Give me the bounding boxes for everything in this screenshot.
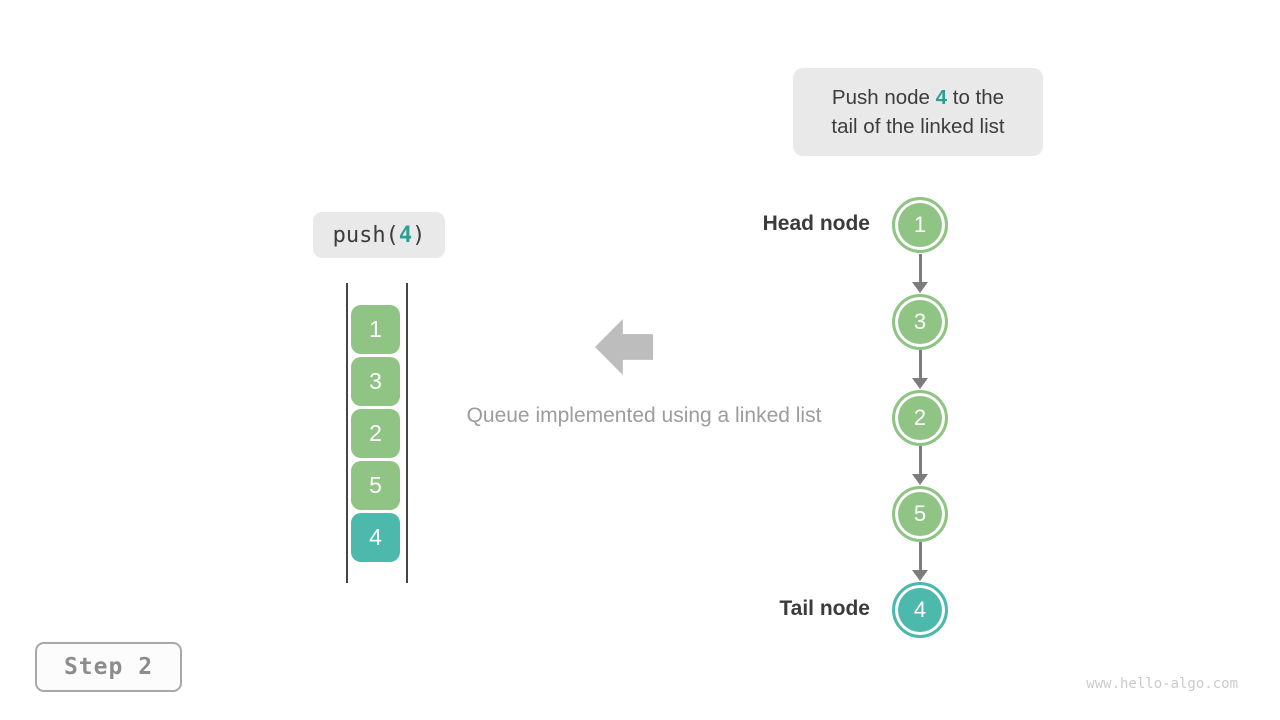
linked-list-node: 2 (892, 390, 948, 446)
hint-line-1: Push node 4 to the (832, 83, 1004, 112)
arrow-down-icon (912, 542, 928, 581)
step-badge: Step 2 (35, 642, 182, 692)
hint-text: to the (947, 86, 1005, 109)
node-value: 5 (913, 501, 927, 526)
linked-list-node: 1 (892, 197, 948, 253)
push-call-pre: push( (332, 222, 399, 248)
head-node-label: Head node (762, 212, 870, 235)
queue-cell-value: 2 (369, 420, 382, 446)
watermark-text: www.hello-algo.com (1086, 676, 1238, 692)
node-value: 2 (913, 405, 927, 430)
left-block-arrow-icon (595, 319, 653, 375)
queue-cell: 5 (351, 461, 400, 510)
node-value: 1 (913, 212, 927, 237)
queue-cell-value: 3 (369, 368, 382, 394)
push-call-post: ) (412, 222, 426, 248)
linked-list-node: 4 (892, 582, 948, 638)
queue-right-rail (406, 283, 408, 583)
node-value: 3 (913, 309, 927, 334)
queue-left-rail (346, 283, 348, 583)
queue-cell: 2 (351, 409, 400, 458)
queue-cell: 1 (351, 305, 400, 354)
queue-cell: 4 (351, 513, 400, 562)
arrow-down-icon (912, 254, 928, 293)
queue-cell-value: 1 (369, 316, 382, 342)
hint-highlight-value: 4 (935, 86, 948, 109)
hint-bubble: Push node 4 to the tail of the linked li… (793, 68, 1043, 156)
node-value: 4 (913, 597, 927, 622)
arrow-down-icon (912, 446, 928, 485)
hint-line-2: tail of the linked list (831, 115, 1005, 138)
linked-list-node: 5 (892, 486, 948, 542)
linked-list-node: 3 (892, 294, 948, 350)
queue-cell-value: 4 (369, 524, 382, 550)
arrow-down-icon (912, 350, 928, 389)
tail-node-label: Tail node (779, 597, 870, 620)
hint-text: Push node (831, 86, 936, 109)
queue-cell: 3 (351, 357, 400, 406)
caption-text: Queue implemented using a linked list (466, 404, 822, 427)
push-call-arg: 4 (398, 222, 413, 248)
push-call-label: push(4) (313, 212, 445, 258)
queue-cell-value: 5 (369, 472, 382, 498)
